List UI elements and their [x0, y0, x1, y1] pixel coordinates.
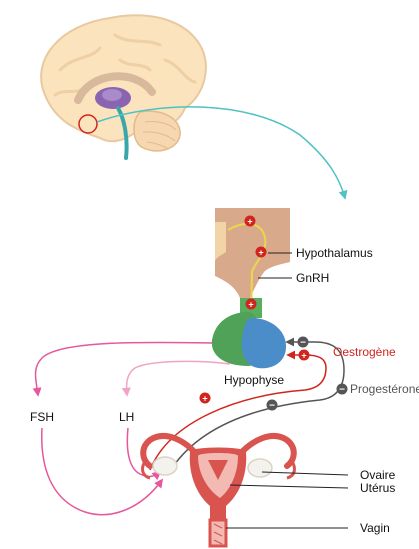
- label-vagin: Vagin: [360, 521, 390, 535]
- stimulation-sign-2: +: [255, 246, 267, 258]
- lh-arrow: [121, 360, 231, 397]
- pituitary-posterior-lobe: [241, 318, 287, 369]
- label-progesterone: Progestérone: [350, 382, 419, 396]
- progesterone-minus-sign-lower: −: [266, 399, 278, 412]
- svg-text:−: −: [269, 401, 275, 412]
- ovaire-pointer-line: [261, 471, 349, 476]
- brain-illustration: [40, 14, 207, 160]
- label-uterus: Utérus: [360, 481, 396, 495]
- svg-text:+: +: [202, 394, 207, 404]
- lh-to-ovary-arrow: [126, 427, 162, 481]
- oestrogen-plus-sign-upper: +: [298, 349, 310, 361]
- label-gnrh: GnRH: [296, 271, 330, 285]
- label-hypophyse: Hypophyse: [224, 373, 285, 387]
- progesterone-minus-sign-upper: −: [297, 336, 309, 349]
- svg-text:+: +: [247, 217, 252, 227]
- label-fsh: FSH: [30, 410, 54, 424]
- oestrogen-plus-sign-lower: +: [199, 392, 211, 404]
- brain-to-hypothalamus-arrow: [96, 106, 348, 200]
- gnrh-pathway-arrow: [227, 222, 267, 327]
- label-lh: LH: [119, 410, 135, 424]
- svg-text:+: +: [258, 248, 263, 258]
- right-ovary: [247, 458, 273, 478]
- hypothalamus-tissue: [215, 208, 290, 298]
- left-ovary: [152, 456, 178, 476]
- fsh-arrow: [32, 341, 213, 397]
- stimulation-sign-3: +: [245, 298, 257, 310]
- svg-text:−: −: [300, 338, 306, 349]
- label-oestrogene: Oestrogène: [333, 345, 396, 359]
- female-reproductive-organs: [140, 433, 297, 548]
- label-ovaire: Ovaire: [360, 468, 396, 482]
- stimulation-sign-1: +: [244, 215, 256, 227]
- hypothalamus-marker-circle: [78, 114, 98, 134]
- svg-text:+: +: [301, 351, 306, 361]
- oestrogen-feedback-arrow: [149, 350, 327, 471]
- progesterone-minus-sign-side: −: [336, 383, 348, 396]
- svg-text:+: +: [248, 300, 253, 310]
- uterus-pointer-line: [229, 484, 349, 489]
- fsh-to-ovary-arrow: [41, 427, 164, 516]
- svg-text:−: −: [339, 385, 345, 396]
- label-hypothalamus: Hypothalamus: [296, 246, 373, 260]
- progesterone-feedback-arrow: [171, 337, 345, 469]
